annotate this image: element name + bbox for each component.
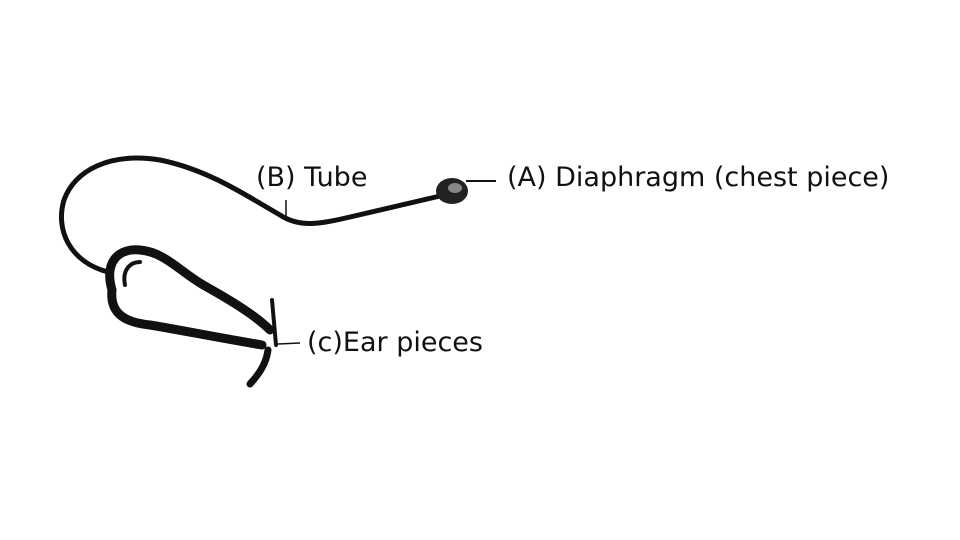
ear-pieces-label: (c)Ear pieces: [307, 327, 483, 358]
ear-tip-lower: [246, 346, 272, 388]
diaphragm-label: (A) Diaphragm (chest piece): [507, 162, 890, 193]
tube-label: (B) Tube: [256, 162, 368, 193]
ear-piece-binaural-lower: [107, 285, 267, 350]
ear-tip-upper: [270, 298, 278, 347]
diaphragm-highlight: [448, 183, 462, 193]
tube: [58, 155, 443, 275]
ear-pieces-leader-line: [277, 342, 301, 345]
ear-piece-inner-highlight: [122, 260, 142, 287]
ear-piece-binaural: [105, 245, 275, 335]
